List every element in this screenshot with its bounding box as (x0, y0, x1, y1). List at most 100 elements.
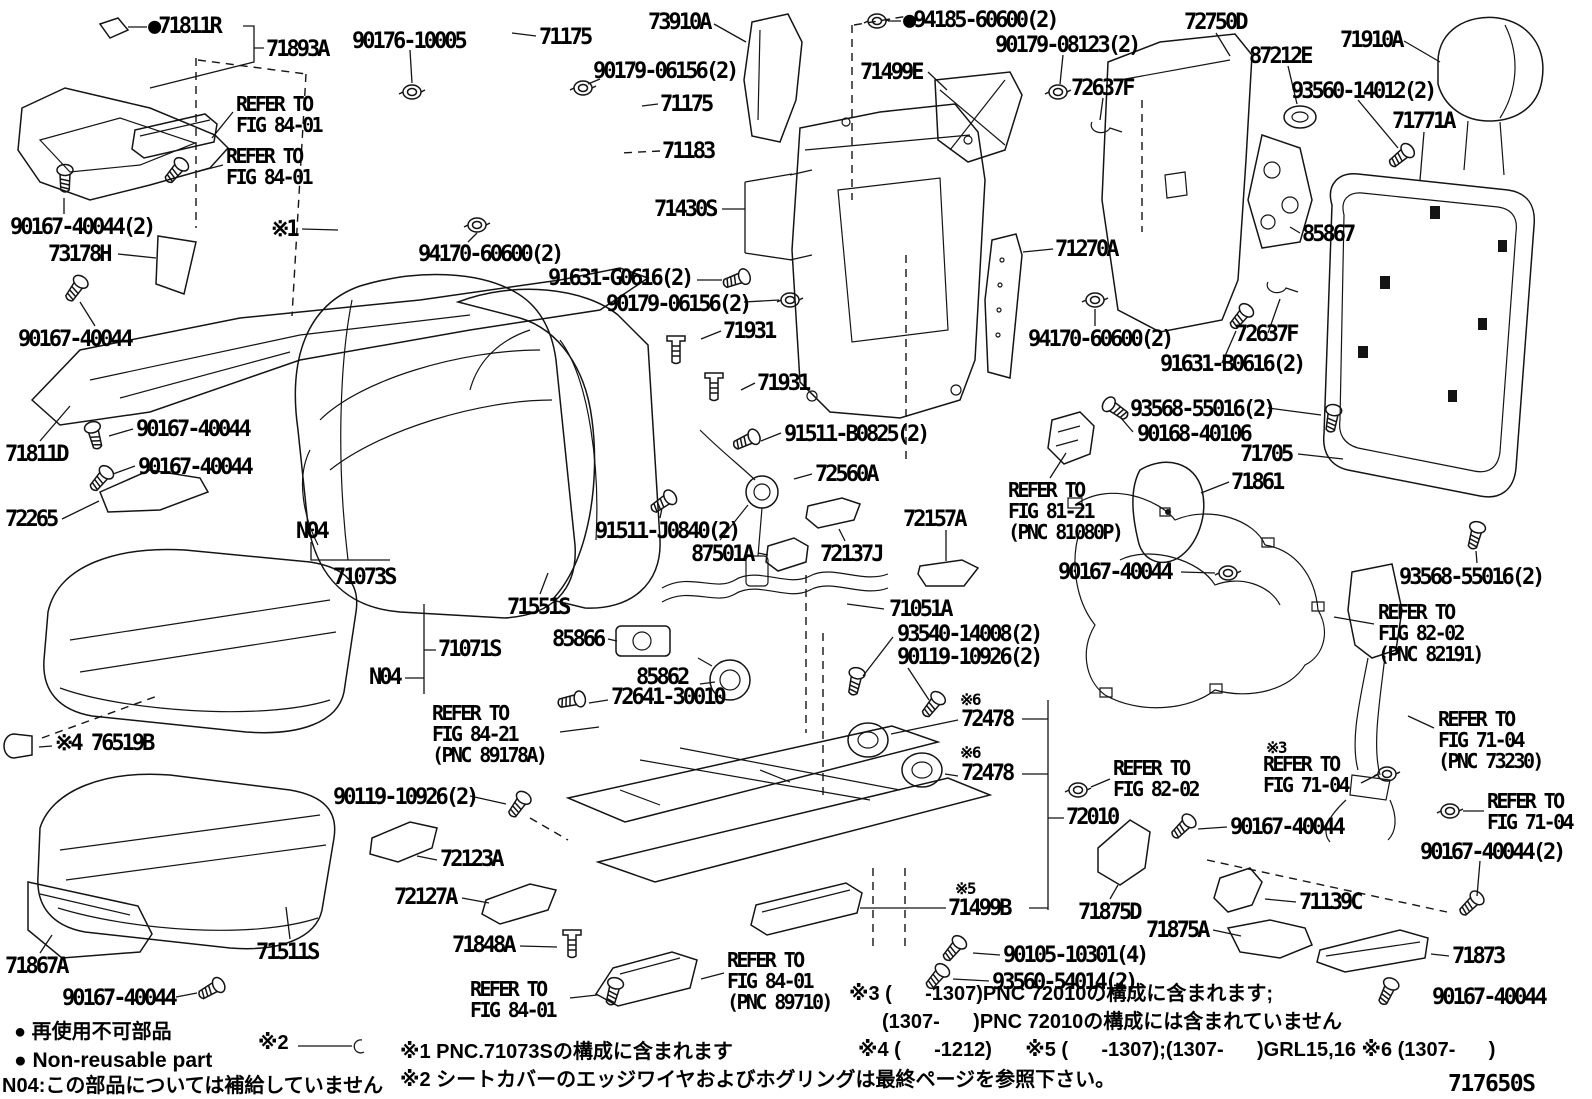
part-number-label: 90167-40044 (1432, 985, 1548, 1010)
part-number-label: 94170-60600(2) (418, 242, 564, 267)
part-number-label: 87501A (691, 542, 756, 567)
reference-note: REFER TO FIG 71-04 (1487, 789, 1575, 834)
part-number-label: ※4 76519B (55, 731, 155, 756)
part-number-label: 72478 (961, 707, 1015, 732)
part-number-label: 91631-B0616(2) (1160, 352, 1306, 377)
reference-note: REFER TO FIG 82-02 (PNC 82191) (1378, 600, 1484, 666)
part-number-label: 71270A (1055, 237, 1120, 262)
part-number-label: 90167-40044 (1058, 560, 1174, 585)
part-number-label: 71071S (438, 637, 503, 662)
part-number-label: 72641-30010 (611, 685, 727, 710)
part-number-label: 72265 (5, 507, 59, 532)
part-number-label: 71051A (889, 597, 954, 622)
part-number-label: 90119-10926(2) (897, 645, 1043, 670)
part-number-label: 71875D (1078, 900, 1143, 925)
reference-note: REFER TO FIG 84-21 (PNC 89178A) (432, 701, 548, 767)
part-number-label: 94170-60600(2) (1028, 327, 1174, 352)
part-number-label: 72637F (1071, 76, 1136, 101)
part-number-label: 72478 (961, 761, 1015, 786)
part-number-label: 73910A (648, 10, 713, 35)
seat-illustration (4, 14, 1543, 1006)
part-number-label: 71931 (757, 371, 811, 396)
part-number-label: 71848A (452, 933, 517, 958)
part-number-label: 90179-08123(2) (995, 33, 1141, 58)
footnote-text: ● Non-reusable part (14, 1049, 213, 1072)
part-number-label: 90167-40044 (62, 986, 178, 1011)
part-number-label: 71499E (860, 60, 925, 85)
part-number-label: 72750D (1184, 10, 1249, 35)
part-number-label: 71073S (333, 565, 398, 590)
part-number-label: N04 (296, 519, 330, 544)
part-number-label: 90167-40044(2) (10, 215, 156, 240)
part-number-label: 71705 (1240, 442, 1294, 467)
part-number-label: 90167-40044 (1230, 815, 1346, 840)
part-number-label: 90179-06156(2) (606, 292, 752, 317)
reference-note: REFER TO FIG 71-04 (1263, 752, 1351, 797)
part-number-label: ●94185-60600(2) (903, 8, 1060, 33)
part-number-label: 72127A (394, 885, 459, 910)
footnote-text: N04:この部品については補給していません (2, 1075, 384, 1097)
footnote-text: (1307- )PNC 72010の構成には含まれていません (882, 1011, 1343, 1033)
part-number-label: 85867 (1302, 222, 1356, 247)
part-number-label: 71175 (539, 25, 593, 50)
part-number-label: 72637F (1235, 322, 1300, 347)
part-number-label: 90168-40106 (1137, 422, 1253, 447)
part-number-label: 71771A (1392, 109, 1457, 134)
part-number-label: 93568-55016(2) (1399, 565, 1545, 590)
part-number-label: 90167-40044 (136, 417, 252, 442)
part-number-label: 73178H (48, 242, 113, 267)
footnote-text: ※1 PNC.71073Sの構成に含まれます (400, 1041, 733, 1063)
part-number-label: 71861 (1231, 470, 1285, 495)
part-number-label: ※1 (271, 217, 300, 242)
part-number-label: 85862 (636, 665, 690, 690)
part-number-label: 90179-06156(2) (593, 59, 739, 84)
part-number-label: 90167-40044 (18, 327, 134, 352)
reference-note: REFER TO FIG 71-04 (PNC 73230) (1438, 707, 1544, 773)
part-number-label: 71183 (662, 139, 716, 164)
part-number-label: 93560-54014(2) (992, 970, 1138, 995)
part-number-label: 72137J (820, 542, 885, 567)
diagram-code: 717650S (1448, 1071, 1536, 1097)
footnote-text: ※3 ( -1307)PNC 72010の構成に含まれます; (849, 983, 1273, 1005)
part-number-label: 90119-10926(2) (333, 785, 479, 810)
footnote-text: ※2 シートカバーのエッジワイヤおよびホグリングは最終ページを参照下さい。 (400, 1069, 1116, 1091)
part-number-label: 71511S (256, 940, 321, 965)
leader-lines (39, 21, 1484, 1046)
part-number-label: 72010 (1066, 805, 1120, 830)
part-number-label: 71499B (948, 896, 1013, 921)
part-number-label: 71139C (1299, 890, 1364, 915)
part-number-label: 93568-55016(2) (1130, 397, 1276, 422)
part-number-label: 71875A (1146, 918, 1211, 943)
part-number-label: 90176-10005 (352, 29, 468, 54)
reference-note: REFER TO FIG 84-01 (470, 977, 558, 1022)
part-number-label: 71811D (5, 442, 70, 467)
part-number-label: 93560-14012(2) (1291, 79, 1437, 104)
part-number-label: 90105-10301(4) (1003, 943, 1149, 968)
part-number-label: 90167-40044 (138, 455, 254, 480)
variant-marker: ※6 (960, 743, 982, 762)
variant-marker: ※3 (1266, 738, 1288, 757)
part-number-label: 71551S (507, 595, 572, 620)
part-number-label: 85866 (552, 627, 606, 652)
dashed-guides (42, 16, 1447, 948)
footnote-text: ※4 ( -1212) ※5 ( -1307);(1307- )GRL15,16… (858, 1039, 1496, 1061)
hog-ring-icon (354, 1040, 364, 1053)
part-number-label: 71867A (5, 954, 70, 979)
part-number-label: ●71811R (148, 14, 223, 39)
part-number-label: 71931 (723, 319, 777, 344)
part-number-label: 90167-40044(2) (1420, 840, 1566, 865)
part-number-label: 71910A (1340, 28, 1405, 53)
part-number-label: 71175 (660, 92, 714, 117)
reference-note: REFER TO FIG 84-01 (236, 92, 324, 137)
reference-note: REFER TO FIG 84-01 (PNC 89710) (727, 948, 833, 1014)
part-number-label: 72560A (815, 462, 880, 487)
reference-note: REFER TO FIG 81-21 (PNC 81080P) (1008, 478, 1124, 544)
part-number-label: 91631-G0616(2) (548, 266, 694, 291)
footnote-text: ※2 (258, 1032, 289, 1054)
part-number-label: 71430S (654, 197, 719, 222)
part-number-label: 93540-14008(2) (897, 622, 1043, 647)
reference-note: REFER TO FIG 84-01 (226, 144, 314, 189)
footnote-text: ● 再使用不可部品 (14, 1021, 172, 1043)
